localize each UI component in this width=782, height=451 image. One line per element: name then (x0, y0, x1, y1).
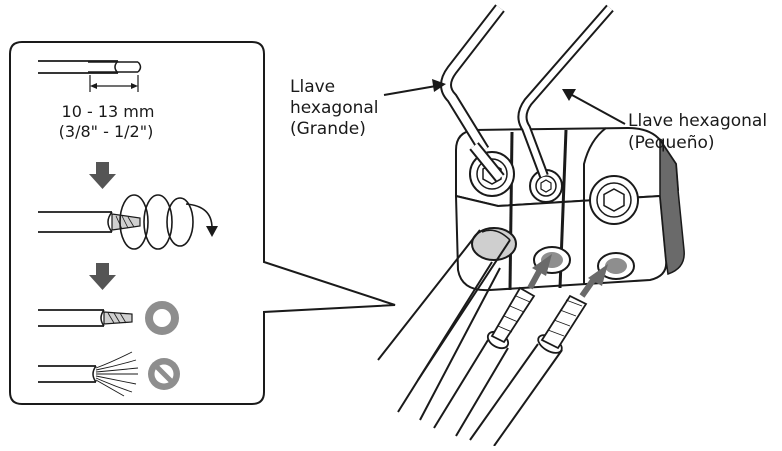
large-key-label-line3: (Grande) (290, 119, 366, 139)
loose-wire-right (469, 294, 588, 447)
small-key-label-line1: Llave hexagonal (628, 111, 767, 131)
callout-panel (9, 41, 396, 405)
hex-key-small (517, 4, 614, 178)
twist-wire-illustration (38, 194, 218, 250)
down-arrow-icon (89, 263, 116, 290)
correct-wire-illustration (38, 309, 133, 327)
large-key-label-line1: Llave (290, 77, 335, 97)
hex-key-large (440, 4, 505, 182)
small-key-label-line2: (Pequeño) (628, 133, 715, 153)
insert-arrow-icon (527, 254, 552, 290)
frayed-wire-illustration (38, 351, 139, 397)
large-key-label-line2: hexagonal (290, 98, 379, 118)
strip-length-wire (38, 60, 142, 74)
insert-arrow-icon (579, 264, 608, 298)
ok-circle-icon (145, 301, 179, 335)
pointer-arrow-large (383, 79, 446, 96)
prohibited-icon (148, 358, 180, 390)
pointer-arrow-small (562, 89, 626, 125)
screw-small (529, 169, 563, 203)
dimension-arrow (89, 75, 139, 92)
cable-bundle-lines (397, 261, 501, 421)
terminal-block (454, 126, 685, 292)
strip-length-imperial: (3/8" - 1/2") (59, 122, 154, 141)
loose-wire-middle (433, 286, 536, 437)
screw-right (589, 175, 639, 225)
strip-length-metric: 10 - 13 mm (62, 102, 155, 121)
down-arrow-icon (89, 162, 116, 189)
